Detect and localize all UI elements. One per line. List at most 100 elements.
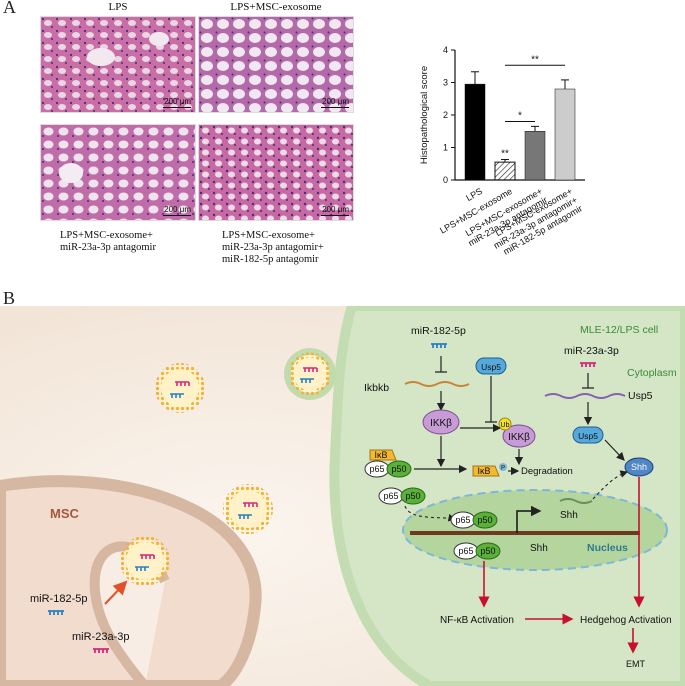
mir182-legend-label: miR-182-5p	[30, 593, 87, 605]
p50-label: p50	[405, 491, 420, 501]
micrograph-lps-msc-mir23-mir182: 200 μm	[198, 124, 354, 221]
scale-bar-label: 200 μm	[164, 205, 191, 214]
tissue-image	[199, 17, 353, 112]
nucleus-label: Nucleus	[587, 542, 628, 554]
scale-bar	[321, 106, 349, 108]
caption-mir23-mir182: LPS+MSC-exosome+ miR-23a-3p antagomir+ m…	[222, 230, 324, 266]
p50-label: p50	[480, 546, 495, 556]
ikkb-label: IKKβ	[430, 418, 452, 429]
p50-label: p50	[391, 464, 406, 474]
mir23-legend-label: miR-23a-3p	[72, 631, 129, 643]
usp5-mrna	[544, 393, 626, 399]
inhibit-line	[582, 373, 594, 389]
shh-mrna	[559, 498, 593, 504]
p65-label: p65	[455, 515, 470, 525]
y-tick-label: 2	[443, 110, 448, 120]
usp5-label: Usp5	[481, 362, 501, 372]
nucleus	[402, 489, 668, 571]
release-arrow	[104, 580, 128, 605]
y-tick-label: 0	[443, 175, 448, 185]
caption-line: miR-23a-3p antagomir	[60, 242, 156, 253]
bar	[494, 161, 516, 181]
scale-bar	[321, 214, 349, 216]
exosome	[120, 536, 170, 586]
phosphate-tag	[499, 463, 507, 471]
ikbkb-label: Ikbkb	[364, 382, 389, 394]
ikkb-ub-protein	[502, 424, 536, 448]
emt-label: EMT	[626, 659, 646, 669]
bar	[554, 88, 576, 181]
usp5-mrna-label: Usp5	[628, 390, 653, 402]
shh-protein-label: Shh	[631, 462, 647, 472]
inhibit-line	[435, 356, 447, 373]
p65-label: p65	[458, 546, 473, 556]
p50-protein	[472, 511, 498, 529]
caption-line: miR-182-5p antagomir	[222, 254, 319, 265]
y-tick-label: 4	[443, 45, 448, 55]
micrograph-title-lps-msc: LPS+MSC-exosome	[230, 1, 322, 13]
ikb-phospho-protein	[472, 465, 500, 477]
ikbkb-mrna	[404, 381, 470, 387]
p50-protein	[475, 542, 501, 560]
x-category-line: LPS	[464, 186, 484, 203]
tissue-image	[41, 125, 195, 220]
significance-label: *	[518, 111, 522, 122]
panel-b-letter: B	[3, 288, 16, 308]
micrograph-title-lps: LPS	[108, 1, 128, 13]
phosphate-label: P	[501, 466, 505, 472]
transcription-start-arrow	[516, 505, 542, 533]
micrograph-lps-msc: 200 μm	[198, 16, 354, 113]
usp5-inhibit	[485, 376, 497, 423]
mir182-top-icon	[431, 343, 447, 348]
mir182-top-label: miR-182-5p	[411, 325, 466, 337]
cell-label: MLE-12/LPS cell	[580, 324, 658, 336]
mir23-icon	[93, 648, 109, 653]
degradation-label: Degradation	[521, 466, 573, 477]
significance-label: **	[501, 149, 509, 160]
p65-label: p65	[383, 491, 398, 501]
scale-bar-label: 200 μm	[322, 205, 349, 214]
usp5-label: Usp5	[578, 431, 598, 441]
bar	[524, 131, 546, 181]
ikb-phospho-label: IκB	[477, 466, 490, 476]
p50-protein	[400, 487, 426, 505]
p50-protein	[386, 460, 412, 478]
bar	[464, 83, 486, 181]
cytoplasm-label: Cytoplasm	[627, 367, 677, 379]
ikkb-protein	[422, 409, 460, 435]
mir182-icon	[48, 610, 64, 615]
shh-gene-label: Shh	[530, 543, 548, 554]
exosome	[223, 484, 273, 534]
x-category-label: LPS	[464, 186, 484, 203]
shh-protein	[624, 457, 654, 477]
caption-line: LPS+MSC-exosome+	[60, 230, 153, 241]
usp5-protein	[475, 357, 507, 375]
scale-bar	[163, 106, 191, 108]
mir23-top-icon	[580, 362, 596, 367]
deubiquitination-arrow	[604, 439, 625, 461]
msc-label: MSC	[50, 506, 80, 521]
mir23-top-label: miR-23a-3p	[564, 345, 619, 357]
ub-tag	[498, 417, 512, 431]
caption-mir23: LPS+MSC-exosome+ miR-23a-3p antagomir	[60, 230, 156, 254]
p50-label: p50	[477, 515, 492, 525]
scale-bar-label: 200 μm	[322, 97, 349, 106]
ikkb-ub-label: IKKβ	[508, 432, 530, 443]
exosome	[284, 348, 336, 400]
micrograph-lps-msc-mir23: 200 μm	[40, 124, 196, 221]
micrograph-lps: 200 μm	[40, 16, 196, 113]
y-tick-label: 3	[443, 78, 448, 88]
hedgehog-activation-label: Hedgehog Activation	[580, 615, 672, 626]
scale-bar	[163, 214, 191, 216]
mechanism-diagram: MSC miR-182-5p miR-23a-3p MLE-12/LPS cel…	[0, 306, 685, 686]
caption-line: miR-23a-3p antagomir+	[222, 242, 324, 253]
y-axis-label: Histopathological score	[419, 66, 430, 164]
usp5-protein	[572, 426, 604, 444]
nfkb-activation-label: NF-κB Activation	[440, 615, 514, 626]
ub-label: Ub	[501, 422, 510, 429]
shh-mrna-label: Shh	[560, 510, 578, 521]
ikb-label: IκB	[374, 450, 387, 460]
tissue-image	[41, 17, 195, 112]
caption-line: LPS+MSC-exosome+	[222, 230, 315, 241]
